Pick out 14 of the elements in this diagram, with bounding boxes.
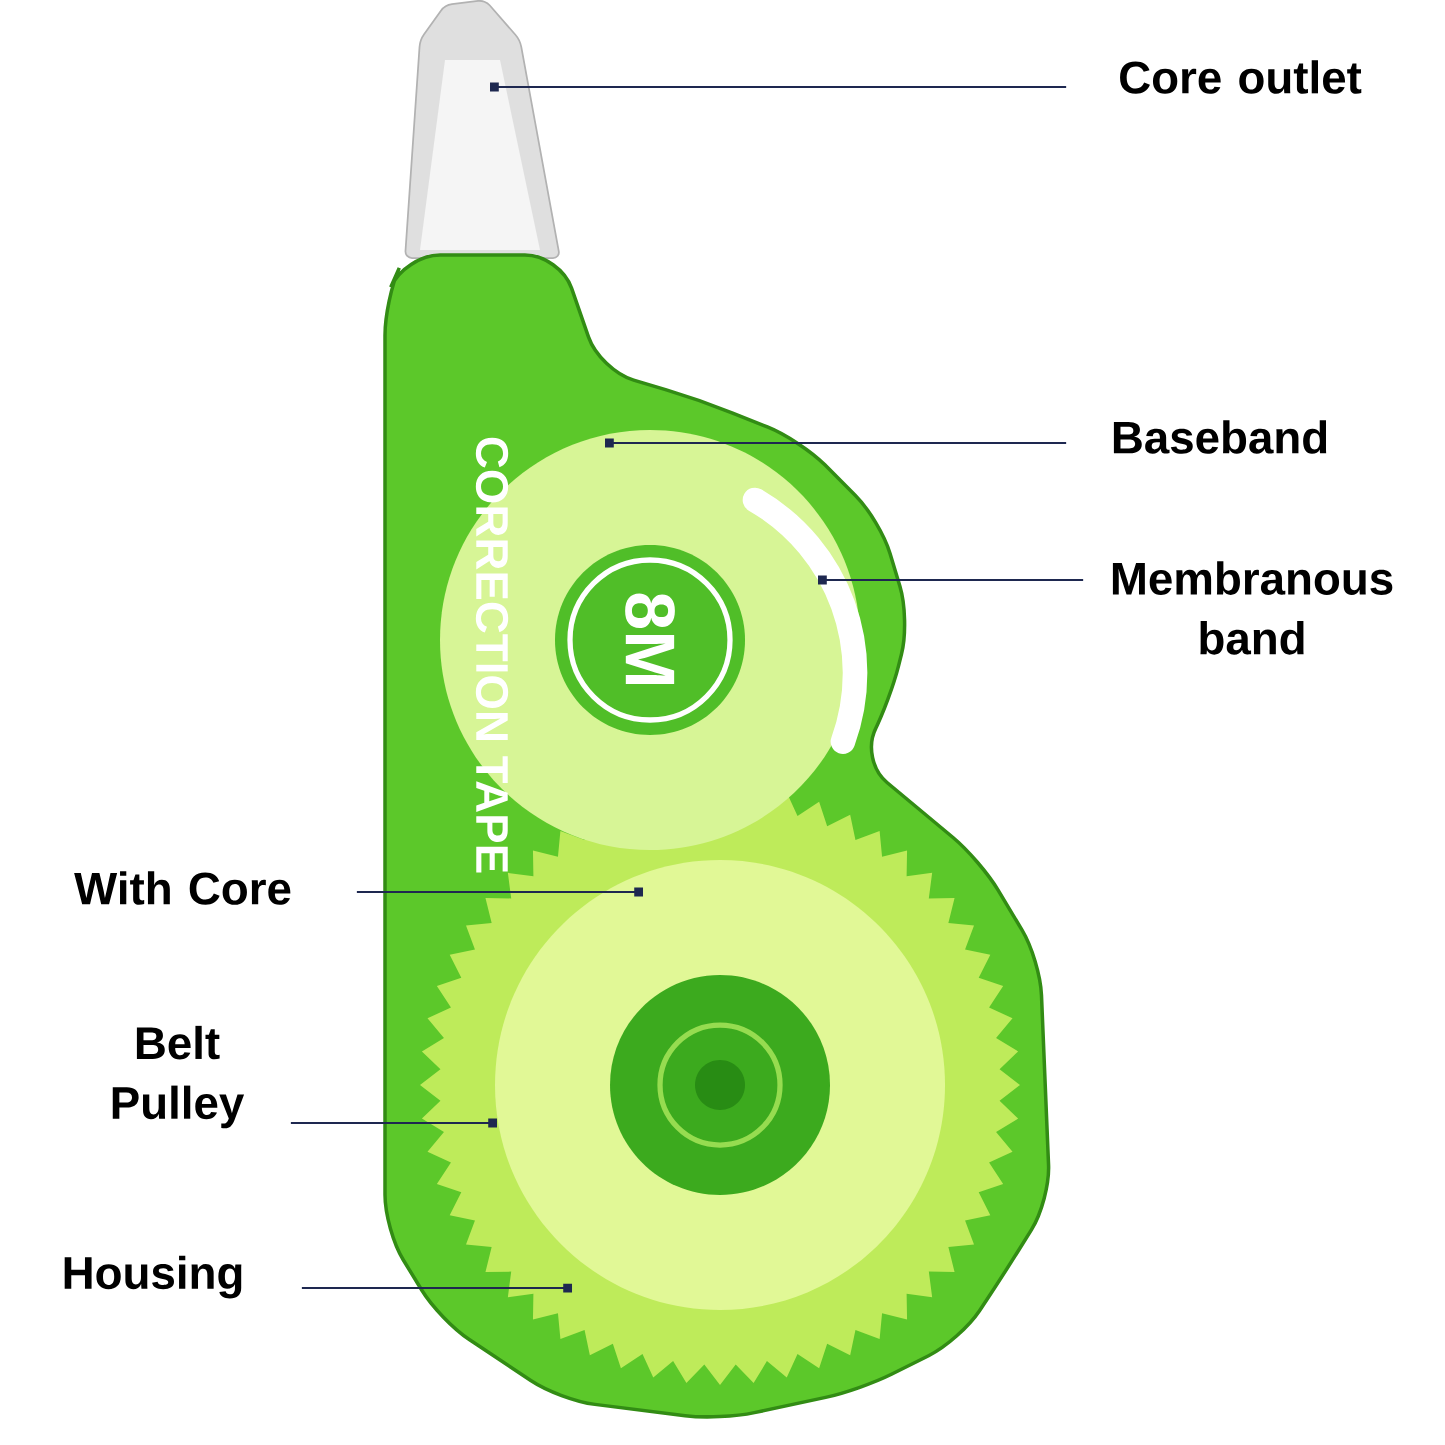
printed-text: CORRECTION TAPE	[475, 437, 509, 873]
printed-text: 8M	[625, 593, 675, 685]
leader-line	[301, 1283, 572, 1293]
leader-line	[356, 887, 643, 897]
leader-line	[290, 1118, 497, 1128]
part-label: Housing	[64, 1255, 242, 1299]
part-label: Baseband	[1113, 420, 1327, 454]
part-label: Belt Pulley	[112, 1025, 245, 1129]
part-label: Core outlet	[1120, 60, 1362, 94]
part-label: Membranous band	[1112, 561, 1393, 655]
leader-line	[490, 82, 1067, 92]
part-label: With Core	[74, 871, 291, 905]
leader-line	[818, 575, 1084, 585]
leader-line	[605, 438, 1067, 448]
